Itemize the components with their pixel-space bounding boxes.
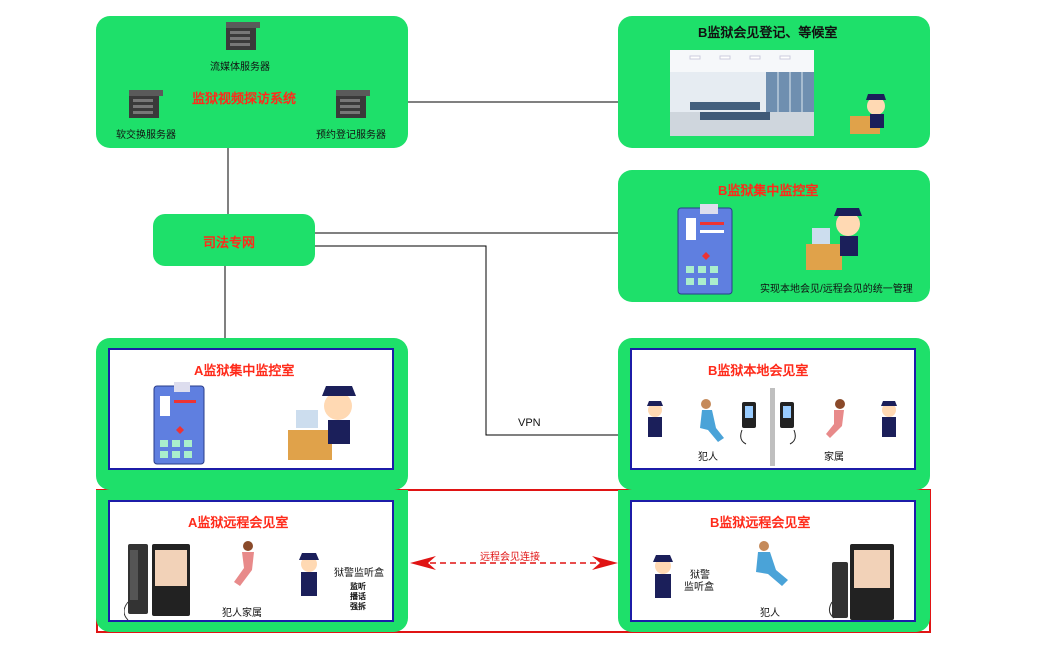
line-vpn [314,245,620,436]
operator-police-icon [288,386,356,460]
b-remote-title: B监狱远程会见室 [710,515,811,530]
police-officer-icon [881,401,897,437]
softswitch-server-label: 软交换服务器 [116,130,176,141]
justice-network-node: 司法专网 [153,214,315,266]
police-officer-icon [647,401,663,437]
b-local-meeting-panel: B监狱本地会见室 犯人 家属 [618,338,930,490]
a-remote-title: A监狱远程会见室 [188,515,289,530]
b-control-title: B监狱集中监控室 [718,183,819,198]
a-control-inner: A监狱集中监控室 [108,348,394,470]
b-local-family-label: 家属 [824,452,844,463]
b-remote-box-label-1: 狱警 [690,570,710,581]
police-officer-icon [299,553,319,596]
inmate-figure-icon [756,541,788,586]
family-figure-icon [234,541,254,586]
softswitch-server-icon [129,90,163,118]
system-title: 监狱视频探访系统 [192,91,297,106]
b-remote-meeting-panel: B监狱远程会见室 狱警 监听盒 犯人 [618,490,930,632]
booking-server-label: 预约登记服务器 [316,130,386,141]
police-officer-icon [653,555,673,598]
b-local-title: B监狱本地会见室 [708,363,809,378]
a-remote-family-label: 犯人家属 [222,608,262,619]
meeting-phone-terminals-icon [740,402,796,445]
b-waiting-room-panel: B监狱会见登记、等候室 [618,16,930,148]
remote-connection-label: 远程会见连接 [480,552,540,563]
a-control-room-panel: A监狱集中监控室 [96,338,408,490]
a-remote-inner: A监狱远程会见室 犯人家属 狱警监听盒 监听 播话 强拆 [108,500,394,622]
streaming-server-label: 流媒体服务器 [210,62,270,73]
b-control-caption: 实现本地会见/远程会见的统一管理 [760,284,913,295]
a-control-title: A监狱集中监控室 [194,363,295,378]
inmate-figure-icon [700,399,724,442]
waiting-room-photo [670,50,814,136]
video-terminal-icon [124,544,190,621]
video-terminal-icon [828,544,894,620]
a-remote-meeting-panel: A监狱远程会见室 犯人家属 狱警监听盒 监听 播话 强拆 [96,490,408,632]
video-visit-system-panel: 流媒体服务器 监狱视频探访系统 软交换服务器 预约登记服务器 [96,16,408,148]
b-remote-inner: B监狱远程会见室 狱警 监听盒 犯人 [630,500,916,622]
monitor-screen-icon [677,204,733,295]
family-figure-icon [826,399,845,438]
b-local-inmate-label: 犯人 [698,452,718,463]
partition-wall [770,388,775,466]
b-local-inner: B监狱本地会见室 犯人 家属 [630,348,916,470]
b-control-room-panel: B监狱集中监控室 实现本地会见/远程会见的统一管理 [618,170,930,302]
operator-police-icon [806,208,862,270]
booking-server-icon [336,90,370,118]
b-waiting-title: B监狱会见登记、等候室 [698,25,838,40]
b-remote-box-label-2: 监听盒 [684,582,714,593]
police-officer-icon [850,94,886,134]
a-remote-box-label: 狱警监听盒 [334,568,384,579]
vpn-label: VPN [518,417,541,429]
a-remote-function-cut: 强拆 [350,602,366,611]
monitor-screen-icon [153,382,205,465]
b-remote-inmate-label: 犯人 [760,608,780,619]
streaming-server-icon [226,22,260,50]
a-remote-function-listen: 监听 [350,582,366,591]
network-label: 司法专网 [203,235,256,250]
a-remote-function-speak: 播话 [350,592,366,601]
